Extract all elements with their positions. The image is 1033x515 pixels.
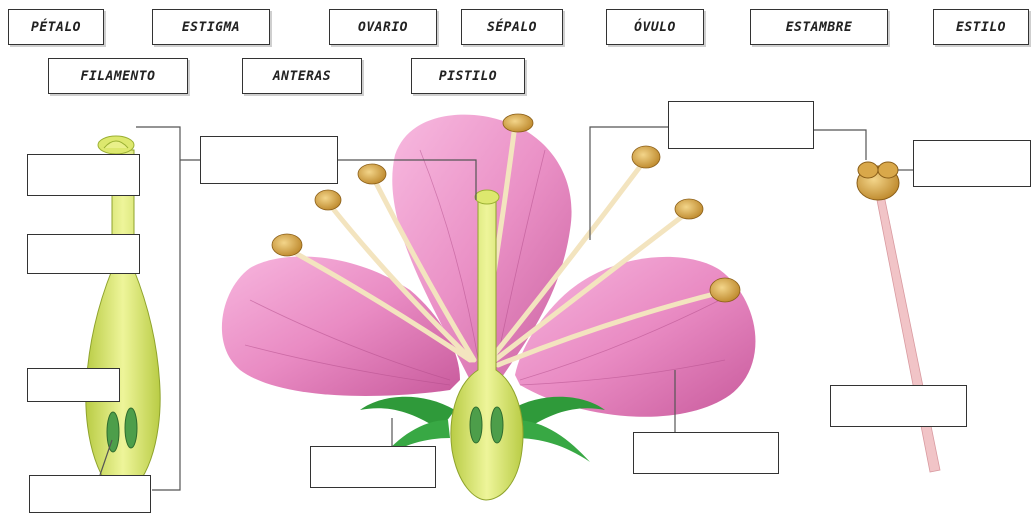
- word-bank-anteras[interactable]: ANTERAS: [242, 58, 362, 94]
- word-bank-estilo[interactable]: ESTILO: [933, 9, 1029, 45]
- answer-box-7[interactable]: [913, 140, 1031, 187]
- word-bank-estambre[interactable]: ESTAMBRE: [750, 9, 888, 45]
- word-bank-petalo[interactable]: PÉTALO: [8, 9, 104, 45]
- answer-box-6[interactable]: [668, 101, 814, 149]
- word-bank-pistilo[interactable]: PISTILO: [411, 58, 525, 94]
- answer-box-5[interactable]: [200, 136, 338, 184]
- answer-box-3[interactable]: [27, 368, 120, 402]
- word-bank-sepalo[interactable]: SÉPALO: [461, 9, 563, 45]
- word-bank-ovulo[interactable]: ÓVULO: [606, 9, 704, 45]
- answer-box-1[interactable]: [27, 154, 140, 196]
- answer-box-10[interactable]: [310, 446, 436, 488]
- answer-box-2[interactable]: [27, 234, 140, 274]
- answer-box-8[interactable]: [830, 385, 967, 427]
- word-bank-estigma[interactable]: ESTIGMA: [152, 9, 270, 45]
- word-bank-ovario[interactable]: OVARIO: [329, 9, 437, 45]
- word-bank-filamento[interactable]: FILAMENTO: [48, 58, 188, 94]
- answer-box-9[interactable]: [633, 432, 779, 474]
- answer-box-4[interactable]: [29, 475, 151, 513]
